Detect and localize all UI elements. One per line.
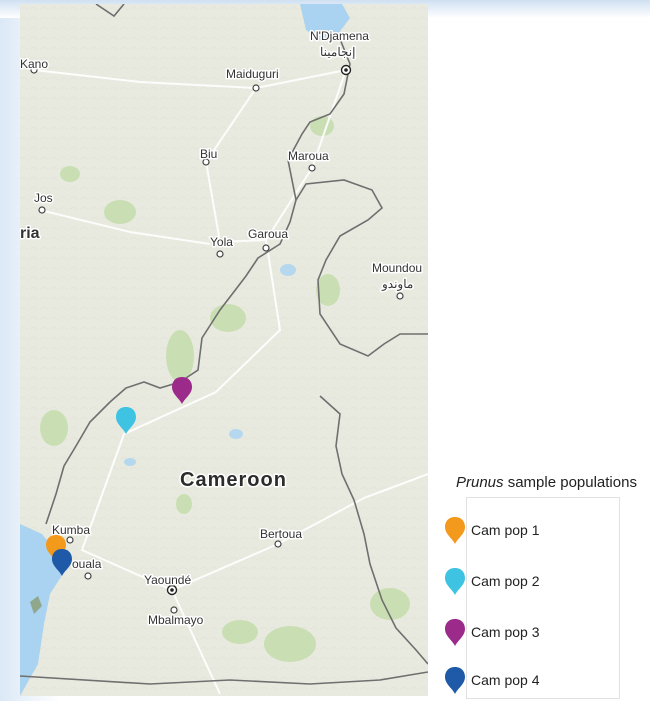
pin-icon — [445, 667, 465, 694]
pin-icon — [445, 619, 465, 646]
label-garoua: Garoua — [248, 227, 288, 241]
label-moundou-arabic: ماوندو — [381, 277, 413, 291]
label-cameroon: Cameroon — [180, 469, 287, 491]
label-kumba: Kumba — [52, 523, 90, 537]
legend: Cam pop 1 Cam pop 2 Cam pop 3 Cam pop 4 — [445, 497, 620, 699]
map-view[interactable]: Kano Maiduguri N'Djamena إنجامينا Biu Ma… — [20, 4, 428, 696]
label-ndjamena: N'Djamena — [310, 29, 369, 43]
legend-item-cam-pop-2: Cam pop 2 — [445, 567, 650, 597]
legend-title-rest: sample populations — [503, 474, 637, 491]
terrain-texture — [20, 4, 428, 696]
pin-cam-pop-2[interactable] — [116, 407, 136, 434]
label-kano: Kano — [20, 57, 48, 71]
label-bertoua: Bertoua — [260, 527, 302, 541]
capital-markers — [166, 64, 352, 596]
legend-label: Cam pop 4 — [471, 672, 540, 688]
legend-label: Cam pop 3 — [471, 624, 540, 640]
label-yaounde: Yaoundé — [144, 573, 191, 587]
pin-icon — [445, 517, 465, 544]
pin-cam-pop-3[interactable] — [172, 377, 192, 404]
label-yola: Yola — [210, 235, 233, 249]
label-ndjamena-arabic: إنجامينا — [320, 45, 355, 60]
legend-label: Cam pop 2 — [471, 573, 540, 589]
pin-cam-pop-1[interactable] — [46, 535, 66, 562]
label-moundou: Moundou — [372, 261, 422, 275]
label-mbalmayo: Mbalmayo — [148, 613, 204, 627]
legend-title: Prunus sample populations — [456, 474, 650, 491]
map-canvas: Kano Maiduguri N'Djamena إنجامينا Biu Ma… — [20, 4, 428, 696]
label-biu: Biu — [200, 147, 217, 161]
label-maiduguri: Maiduguri — [226, 67, 279, 81]
legend-item-cam-pop-4: Cam pop 4 — [445, 666, 650, 696]
lakes — [124, 264, 296, 466]
pin-icon — [445, 568, 465, 595]
bioko-island — [30, 596, 42, 614]
legend-item-cam-pop-3: Cam pop 3 — [445, 618, 650, 648]
label-jos: Jos — [34, 191, 53, 205]
country-borders — [20, 4, 428, 685]
lake-chad — [300, 4, 350, 40]
legend-title-genus: Prunus — [456, 474, 504, 491]
legend-label: Cam pop 1 — [471, 522, 540, 538]
atlantic-ocean — [20, 524, 64, 696]
pin-cam-pop-4[interactable] — [52, 549, 72, 576]
legend-item-cam-pop-1: Cam pop 1 — [445, 516, 650, 546]
label-maroua: Maroua — [288, 149, 329, 163]
label-douala: ouala — [72, 557, 102, 571]
label-nigeria: ria — [20, 225, 40, 242]
city-markers — [30, 66, 404, 614]
